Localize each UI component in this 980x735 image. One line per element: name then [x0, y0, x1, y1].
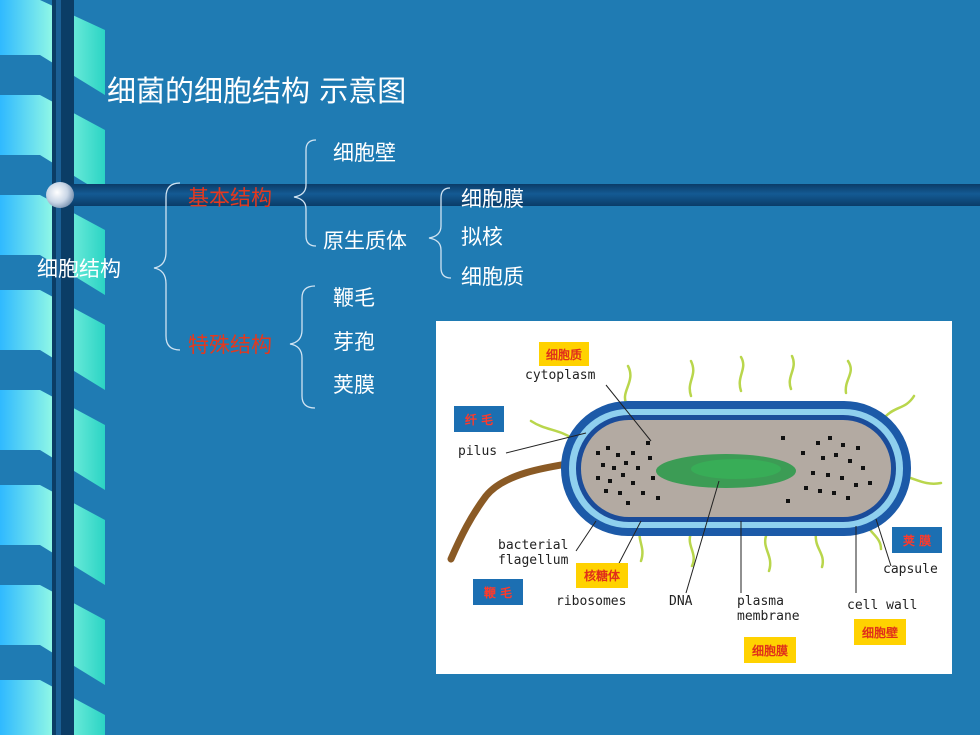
header-bar — [60, 184, 980, 206]
label-pilus: pilus — [458, 444, 498, 459]
label-capsule: capsule — [883, 562, 938, 577]
tag-capsule-zh: 荚 膜 — [892, 527, 942, 553]
basic-child-cell-wall: 细胞壁 — [333, 141, 396, 165]
page-title: 细菌的细胞结构 示意图 — [107, 74, 407, 108]
tag-plasma-membrane-zh: 细胞膜 — [744, 637, 796, 663]
basic-structure-label: 基本结构 — [188, 186, 272, 210]
tree-root: 细胞结构 — [37, 257, 121, 281]
special-child-flagellum: 鞭毛 — [333, 286, 375, 310]
bacteria-cell-illustration — [447, 354, 943, 594]
tag-cell-wall-zh: 细胞壁 — [854, 619, 906, 645]
tree-braces — [153, 139, 452, 409]
label-ribosomes: ribosomes — [556, 594, 627, 609]
label-cytoplasm: cytoplasm — [525, 368, 596, 383]
label-flagellum: bacterial flagellum — [498, 538, 569, 568]
protoplast-child-membrane: 细胞膜 — [461, 187, 524, 211]
label-plasma-membrane: plasma membrane — [737, 594, 800, 624]
tag-ribosomes-zh: 核糖体 — [576, 563, 628, 588]
label-cell-wall: cell wall — [847, 598, 918, 613]
protoplast-child-nucleoid: 拟核 — [461, 225, 503, 249]
bar-knob — [46, 182, 74, 208]
special-child-capsule: 荚膜 — [333, 373, 375, 397]
special-child-spore: 芽孢 — [333, 330, 375, 354]
bacteria-diagram: cytoplasm pilus bacterial flagellum ribo… — [436, 321, 952, 674]
tag-cytoplasm-zh: 细胞质 — [539, 342, 589, 366]
special-structure-label: 特殊结构 — [188, 333, 272, 357]
basic-child-protoplast: 原生质体 — [323, 229, 407, 253]
tag-flagellum-zh: 鞭 毛 — [473, 579, 523, 605]
tag-pilus-zh: 纤 毛 — [454, 406, 504, 432]
label-dna: DNA — [669, 594, 693, 609]
protoplast-child-cytoplasm: 细胞质 — [461, 265, 524, 289]
